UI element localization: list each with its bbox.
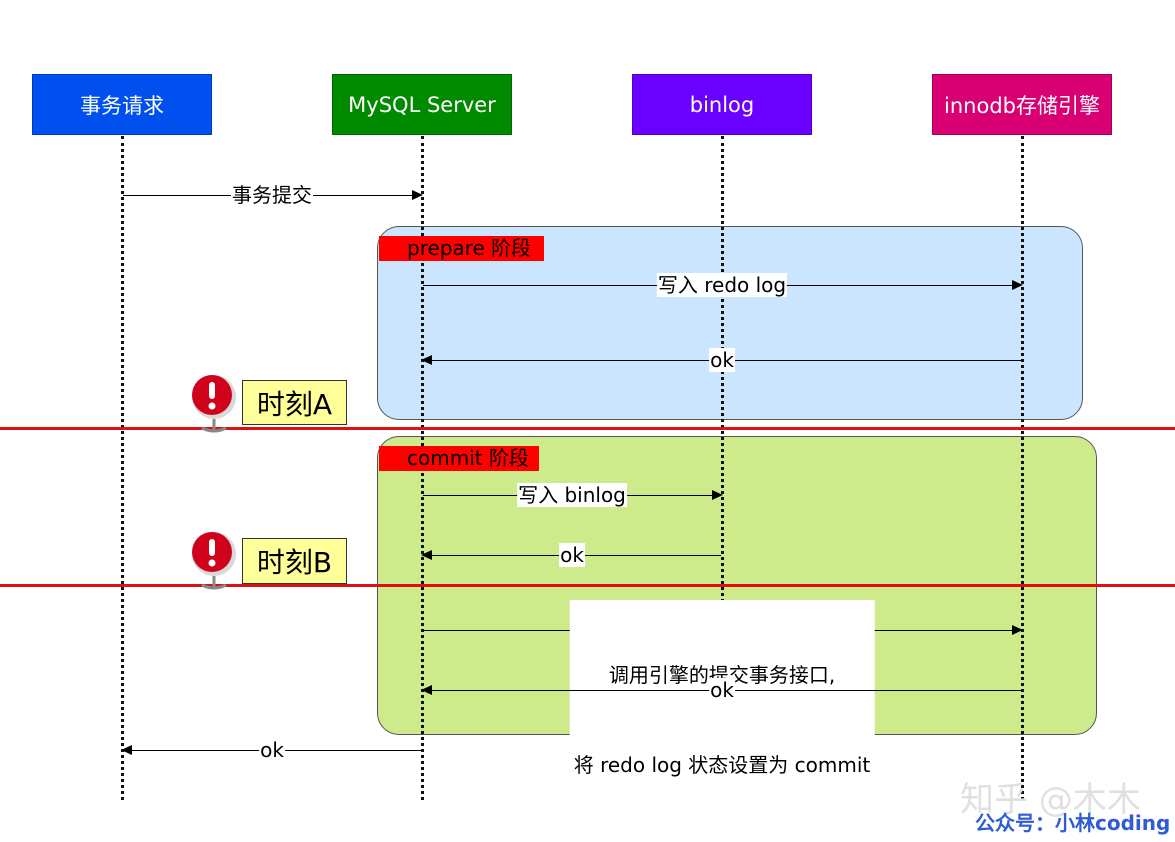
- moment-b-label: 时刻B: [242, 538, 347, 584]
- commit-phase-tag: commit 阶段: [379, 446, 539, 471]
- label-engine-commit-line2: 将 redo log 状态设置为 commit: [573, 753, 871, 777]
- prepare-phase-tag: prepare 阶段: [379, 236, 544, 261]
- actor-transaction-request: 事务请求: [32, 74, 212, 135]
- actor-innodb-engine: innodb存储引擎: [932, 74, 1112, 135]
- label-write-redo-log: 写入 redo log: [656, 273, 788, 297]
- warning-exclamation-icon: [188, 373, 240, 435]
- watermark: 知乎 @木木: [960, 780, 1141, 820]
- lifeline-innodb-engine: [1021, 136, 1024, 800]
- label-engine-commit: 调用引擎的提交事务接口, 将 redo log 状态设置为 commit: [569, 600, 875, 810]
- moment-a-label: 时刻A: [242, 380, 347, 425]
- label-transaction-commit: 事务提交: [231, 183, 313, 207]
- label-ok-redo-log: ok: [709, 348, 735, 372]
- moment-b-divider: [0, 584, 1175, 587]
- label-ok-engine: ok: [709, 678, 735, 702]
- lifeline-binlog: [721, 136, 724, 800]
- lifeline-transaction-request: [121, 136, 124, 800]
- warning-exclamation-icon: [188, 530, 240, 592]
- label-ok-client: ok: [259, 738, 285, 762]
- moment-a-divider: [0, 427, 1175, 430]
- label-ok-binlog: ok: [559, 543, 585, 567]
- actor-binlog: binlog: [632, 74, 812, 135]
- label-write-binlog: 写入 binlog: [517, 483, 627, 507]
- credit-text: 公众号：小林coding: [975, 811, 1171, 835]
- actor-mysql-server: MySQL Server: [332, 74, 512, 135]
